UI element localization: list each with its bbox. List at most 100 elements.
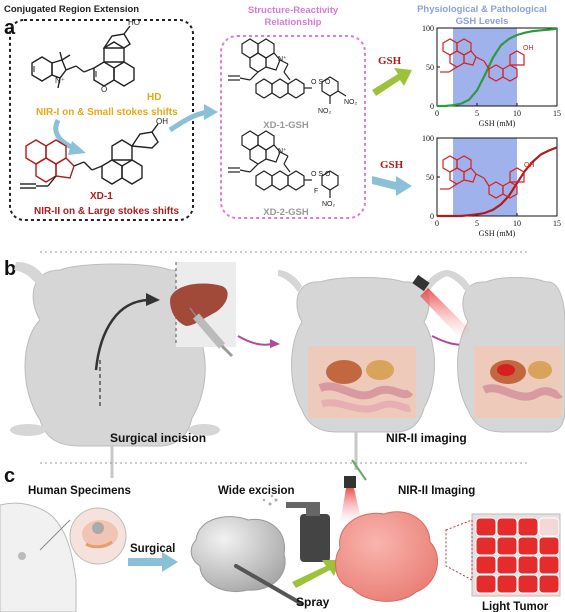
conjugated-title: Conjugated Region Extension <box>4 4 139 15</box>
xd2-gsh-label: XD-2-GSH <box>263 207 309 218</box>
xd2-gsh-n: N⁺ <box>278 147 287 155</box>
light-tumor-label: Light Tumor <box>482 601 549 612</box>
tumor-cell-grid <box>445 513 561 597</box>
tumor-cell <box>475 517 497 537</box>
mouse-middle <box>278 270 448 481</box>
xd1-gsh-so2: O S O <box>311 79 331 86</box>
shaded-physiological-range <box>453 138 517 216</box>
camera-icon <box>412 274 470 340</box>
x-axis-label: GSH (mM) <box>479 229 516 238</box>
x-tick-label: 15 <box>553 219 561 228</box>
gsh-arrow-top <box>372 68 412 96</box>
gsh-arrow-bottom <box>372 176 412 196</box>
xd2-gsh-f: F <box>314 188 318 195</box>
panel-a: a Conjugated Region Extension N⁺ HO O HD… <box>4 4 561 238</box>
wide-excision-label: Wide excision <box>218 485 295 497</box>
gsh-arrow-top-label: GSH <box>378 55 402 67</box>
x-tick-label: 10 <box>513 219 521 228</box>
tumor-cell <box>475 574 497 594</box>
tumor-cell <box>517 517 539 537</box>
tumor-cell <box>496 536 518 556</box>
arrow-c2 <box>292 560 340 588</box>
xd1-description: NIR-II on & Large stokes shifts <box>34 206 179 217</box>
chart-top-oh: OH <box>523 45 534 52</box>
tumor-cell <box>538 555 560 575</box>
xd1-gsh-no2-b: NO₂ <box>344 99 358 106</box>
tumor-cell <box>538 574 560 594</box>
x-tick-label: 0 <box>435 219 439 228</box>
xd2-gsh-structure <box>228 130 339 198</box>
tumor-cell <box>517 555 539 575</box>
chart-top-molecule <box>440 38 525 82</box>
y-tick-label: 100 <box>422 24 434 33</box>
tumor-cell <box>538 536 560 556</box>
panel-c-letter: c <box>4 465 15 487</box>
panel-b-letter: b <box>4 258 16 280</box>
excised-specimen <box>190 516 286 592</box>
human-torso <box>0 502 127 612</box>
xd1-oh: OH <box>156 117 168 126</box>
tumor-cell <box>475 555 497 575</box>
gsh-levels-title-line2: GSH Levels <box>456 16 509 27</box>
series-line <box>437 146 558 218</box>
camera-icon-c <box>340 476 362 524</box>
hd-oh: HO <box>128 18 140 27</box>
nir-ii-imaging-c-label: NIR-II Imaging <box>398 485 475 497</box>
xd1-label: XD-1 <box>90 191 113 202</box>
hd-n-plus: N⁺ <box>55 76 65 85</box>
gsh-arrow-bottom-label: GSH <box>380 159 404 171</box>
xd2-gsh-so2: O S O <box>311 171 331 178</box>
tumor-cell <box>496 517 518 537</box>
hd-label: HD <box>147 92 161 103</box>
glowing-tumor <box>335 511 438 602</box>
xd1-gsh-no2-a: NO₂ <box>318 108 332 115</box>
syringe-icon <box>189 307 234 358</box>
hd-description: NIR-I on & Small stokes shifts <box>36 107 178 118</box>
spray-label: Spray <box>296 595 330 609</box>
nir-ii-imaging-label: NIR-II imaging <box>386 431 467 445</box>
y-tick-label: 50 <box>426 173 434 182</box>
x-tick-label: 0 <box>435 109 439 118</box>
mouse-right <box>446 270 565 433</box>
panel-a-letter: a <box>4 17 16 39</box>
panel-c: c Human Specimens Wide excision NIR-II I… <box>0 465 561 612</box>
x-tick-label: 5 <box>475 219 479 228</box>
sr-title-line2: Relationship <box>264 17 321 28</box>
chart-bottom-molecule <box>440 155 525 199</box>
spray-bottle-icon <box>262 494 330 562</box>
incision-arrow <box>94 298 151 371</box>
tumor-cell <box>496 574 518 594</box>
tumor-cell <box>517 574 539 594</box>
tumor-cell <box>517 536 539 556</box>
x-tick-label: 5 <box>475 109 479 118</box>
scalpel-icon <box>234 564 304 606</box>
surgical-incision-label: Surgical incision <box>110 431 206 445</box>
hd-structure <box>31 25 135 89</box>
structure-reactivity-box <box>220 35 366 219</box>
y-tick-label: 0 <box>430 212 434 221</box>
xd1-gsh-structure <box>228 38 347 104</box>
y-tick-label: 100 <box>422 134 434 143</box>
arrow-c1 <box>128 552 178 572</box>
gsh-levels-title-line1: Physiological & Pathological <box>417 4 547 15</box>
x-tick-label: 10 <box>513 109 521 118</box>
hd-o: O <box>101 85 107 94</box>
chart-bottom-oh: OH <box>524 162 535 169</box>
liver <box>170 283 228 326</box>
y-tick-label: 0 <box>430 102 434 111</box>
tumor-cell <box>538 517 560 537</box>
human-specimens-label: Human Specimens <box>28 485 131 497</box>
xd1-structure <box>20 123 159 189</box>
arrow-b1 <box>237 335 273 346</box>
xd1-gsh-label: XD-1-GSH <box>263 120 309 131</box>
panel-b: b <box>4 258 565 481</box>
tumor-cell <box>496 555 518 575</box>
x-axis-label: GSH (mM) <box>479 119 516 128</box>
series-line <box>437 27 558 108</box>
xd1-gsh-n: N⁺ <box>278 55 287 63</box>
surgical-label: Surgical <box>130 543 175 555</box>
xd2-gsh-no2: NO₂ <box>322 201 336 208</box>
x-tick-label: 15 <box>553 109 561 118</box>
